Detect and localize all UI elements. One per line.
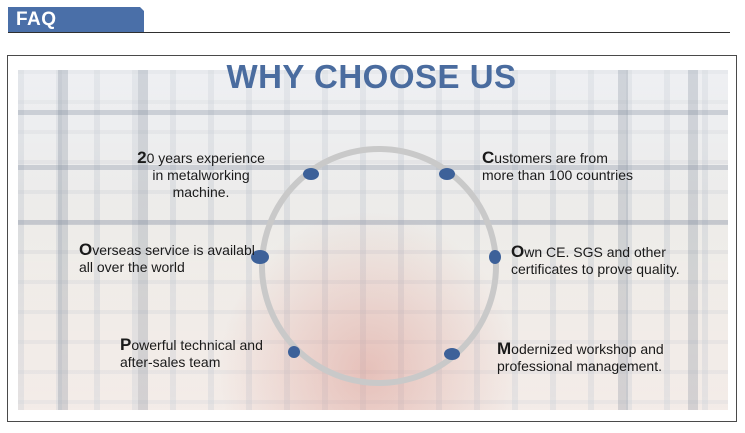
ring-dot-3 [251, 250, 269, 264]
ring-dot-6 [444, 348, 460, 360]
faq-tab: FAQ [8, 7, 144, 33]
faq-divider [8, 32, 730, 33]
feature-ring [251, 146, 501, 386]
ring-dot-4 [489, 250, 501, 264]
ring-dot-5 [288, 346, 300, 358]
feature-overseas-service: Overseas service is availabl all over th… [79, 241, 255, 275]
why-choose-us-panel: WHY CHOOSE US 20 years experience in met… [7, 55, 737, 422]
factory-background-image [18, 70, 728, 410]
ring-dot-1 [303, 168, 319, 180]
ring-dot-2 [439, 168, 455, 180]
panel-title: WHY CHOOSE US [226, 58, 517, 95]
feature-technical-team: Powerful technical and after-sales team [120, 335, 263, 370]
feature-workshop: Modernized workshop and professional man… [497, 339, 664, 374]
feature-customers: Customers are from more than 100 countri… [482, 148, 633, 183]
feature-certificates: Own CE. SGS and other certificates to pr… [511, 242, 680, 277]
feature-experience: 20 years experience in metalworking mach… [137, 148, 265, 200]
